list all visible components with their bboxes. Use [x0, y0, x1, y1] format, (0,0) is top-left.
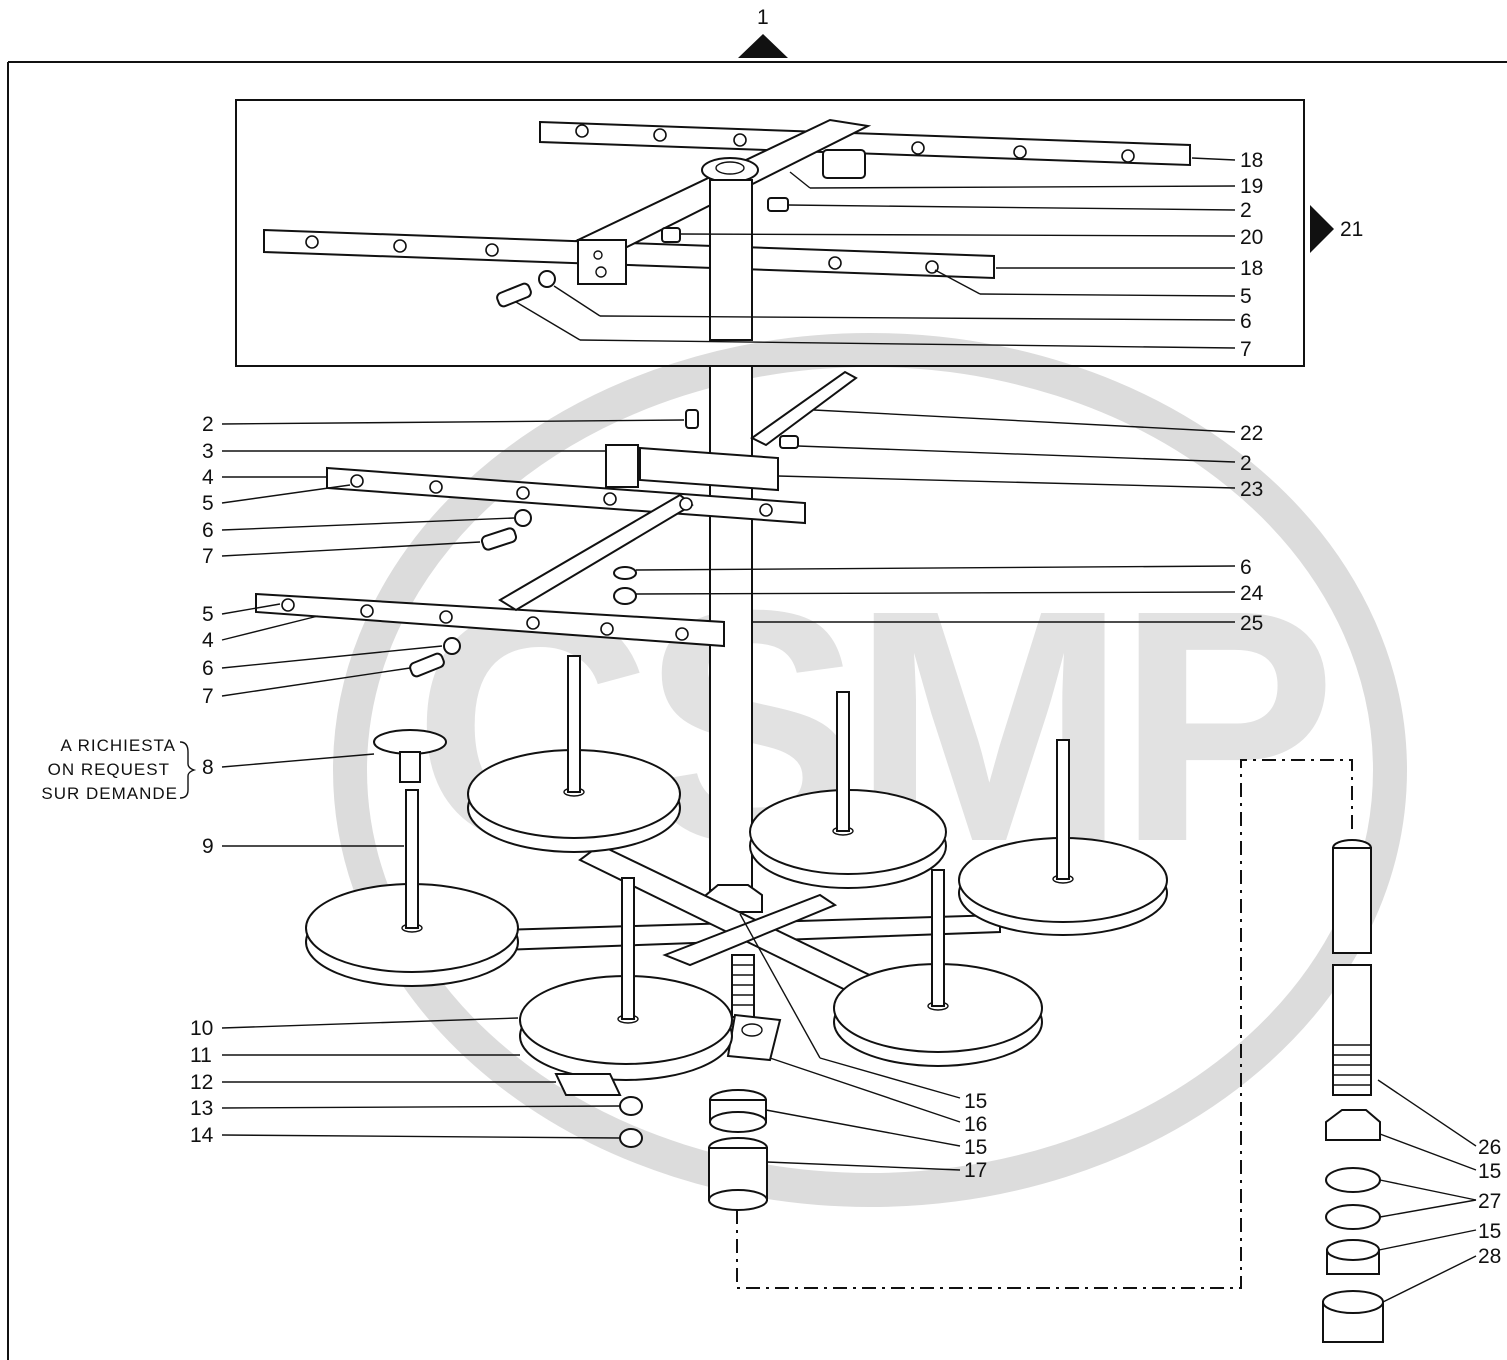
label-right-1: 19 [1240, 175, 1263, 198]
middle-assembly [255, 370, 858, 678]
alternative-column [1322, 839, 1384, 1343]
note-line-3: SUR DEMANDE [41, 784, 178, 803]
label-left-8: 6 [202, 657, 214, 680]
connector-dashdot [736, 759, 1353, 1289]
label-left-2: 4 [202, 466, 214, 489]
spool-5 [519, 877, 733, 1081]
label-left-13: 11 [190, 1044, 212, 1067]
labels-right: 18 19 2 20 18 5 6 7 22 2 23 6 24 25 15 1… [964, 149, 1264, 1182]
label-left-14: 12 [190, 1071, 213, 1094]
label-left-16: 14 [190, 1124, 214, 1147]
label-left-15: 13 [190, 1097, 213, 1120]
label-right-0: 18 [1240, 149, 1263, 172]
label-right-11: 6 [1240, 556, 1252, 579]
inset-box [235, 99, 1305, 367]
side-marker: 21 [1310, 205, 1363, 253]
page-frame [7, 61, 1507, 1360]
label-left-4: 6 [202, 519, 214, 542]
spool-6 [833, 869, 1043, 1067]
on-request-note: A RICHIESTA ON REQUEST SUR DEMANDE [41, 736, 197, 803]
spool-4 [958, 739, 1168, 936]
label-far-right-1: 15 [1478, 1160, 1501, 1183]
label-right-6: 6 [1240, 310, 1252, 333]
label-left-9: 7 [202, 685, 214, 708]
label-left-0: 2 [202, 413, 214, 436]
label-right-9: 2 [1240, 452, 1252, 475]
leader-lines [221, 157, 1477, 1303]
note-line-2: ON REQUEST [48, 760, 170, 779]
label-right-14: 15 [964, 1090, 987, 1113]
label-left-5: 7 [202, 545, 214, 568]
label-left-11: 9 [202, 835, 214, 858]
label-right-7: 7 [1240, 338, 1252, 361]
label-right-12: 24 [1240, 582, 1264, 605]
label-left-10: 8 [202, 756, 214, 779]
label-far-right-0: 26 [1478, 1136, 1501, 1159]
label-right-4: 18 [1240, 257, 1263, 280]
label-right-5: 5 [1240, 285, 1252, 308]
label-right-15: 16 [964, 1113, 987, 1136]
spool-base [305, 655, 1168, 1148]
top-marker: 1 [738, 6, 788, 58]
labels-left: 2 3 4 5 6 7 5 4 6 7 8 9 10 11 12 13 14 [190, 413, 214, 1147]
top-marker-label: 1 [757, 6, 769, 29]
labels-far-right: 26 15 27 15 28 [1478, 1136, 1501, 1268]
label-right-10: 23 [1240, 478, 1263, 501]
label-right-13: 25 [1240, 612, 1263, 635]
spool-1 [305, 789, 519, 987]
spool-knob [373, 729, 447, 783]
label-far-right-2: 27 [1478, 1190, 1501, 1213]
label-left-3: 5 [202, 492, 214, 515]
label-far-right-3: 15 [1478, 1220, 1501, 1243]
base-nut-and-sleeve [708, 1089, 768, 1211]
label-left-1: 3 [202, 440, 214, 463]
spool-3 [749, 691, 947, 889]
label-right-16: 15 [964, 1136, 987, 1159]
label-right-2: 2 [1240, 199, 1252, 222]
spool-2 [467, 655, 681, 853]
label-right-3: 20 [1240, 226, 1263, 249]
note-line-1: A RICHIESTA [60, 736, 176, 755]
side-marker-label: 21 [1340, 218, 1363, 241]
label-left-7: 4 [202, 629, 214, 652]
label-left-12: 10 [190, 1017, 213, 1040]
label-right-17: 17 [964, 1159, 987, 1182]
label-far-right-4: 28 [1478, 1245, 1501, 1268]
label-left-6: 5 [202, 603, 214, 626]
label-right-8: 22 [1240, 422, 1263, 445]
